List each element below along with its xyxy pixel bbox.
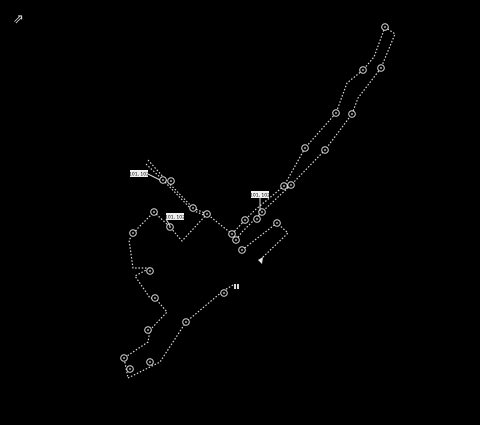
waypoint-marker[interactable]	[287, 181, 295, 189]
waypoint-marker[interactable]	[189, 204, 197, 212]
waypoint-marker[interactable]	[301, 144, 309, 152]
callout-label[interactable]: 101, 102	[129, 170, 161, 181]
waypoint-marker[interactable]	[220, 289, 228, 297]
waypoint-marker[interactable]	[144, 326, 152, 334]
north-arrow-icon: ⇗	[13, 12, 24, 27]
waypoint-marker[interactable]	[359, 66, 367, 74]
waypoint-marker[interactable]	[273, 219, 281, 227]
waypoint-marker[interactable]	[321, 146, 329, 154]
route-segment	[145, 163, 207, 217]
waypoint-marker[interactable]	[377, 64, 385, 72]
callout-label[interactable]: 101, 102	[165, 213, 185, 227]
waypoint-marker[interactable]	[120, 354, 128, 362]
waypoint-marker[interactable]	[203, 210, 211, 218]
route-segment	[123, 211, 208, 379]
waypoint-marker[interactable]	[182, 318, 190, 326]
waypoint-marker[interactable]	[238, 246, 246, 254]
waypoint-markers	[120, 23, 389, 373]
route-segment	[127, 284, 234, 379]
waypoint-marker[interactable]	[126, 365, 134, 373]
waypoint-marker[interactable]	[159, 176, 167, 184]
barrier-icon	[234, 284, 239, 289]
waypoint-marker[interactable]	[146, 358, 154, 366]
waypoint-marker[interactable]	[166, 223, 174, 231]
waypoint-marker[interactable]	[232, 236, 240, 244]
route-segment	[231, 26, 386, 235]
route-segment	[235, 26, 396, 241]
waypoint-marker[interactable]	[150, 208, 158, 216]
waypoint-marker[interactable]	[151, 294, 159, 302]
waypoint-marker[interactable]	[146, 267, 154, 275]
waypoint-marker[interactable]	[167, 177, 175, 185]
direction-arrow-icon	[258, 257, 263, 264]
svg-text:⇗: ⇗	[13, 12, 24, 27]
route-segment	[147, 159, 233, 235]
waypoint-marker[interactable]	[332, 109, 340, 117]
waypoint-marker[interactable]	[253, 215, 261, 223]
waypoint-marker[interactable]	[129, 229, 137, 237]
waypoint-marker[interactable]	[228, 230, 236, 238]
svg-text:101, 102: 101, 102	[250, 193, 270, 199]
svg-text:101, 102: 101, 102	[165, 215, 185, 221]
route-segment	[241, 222, 289, 259]
waypoint-marker[interactable]	[241, 216, 249, 224]
callout-label[interactable]: 101, 102	[250, 191, 270, 211]
waypoint-marker[interactable]	[348, 110, 356, 118]
waypoint-marker[interactable]	[280, 182, 288, 190]
waypoint-marker[interactable]	[381, 23, 389, 31]
svg-text:101, 102: 101, 102	[129, 172, 149, 178]
